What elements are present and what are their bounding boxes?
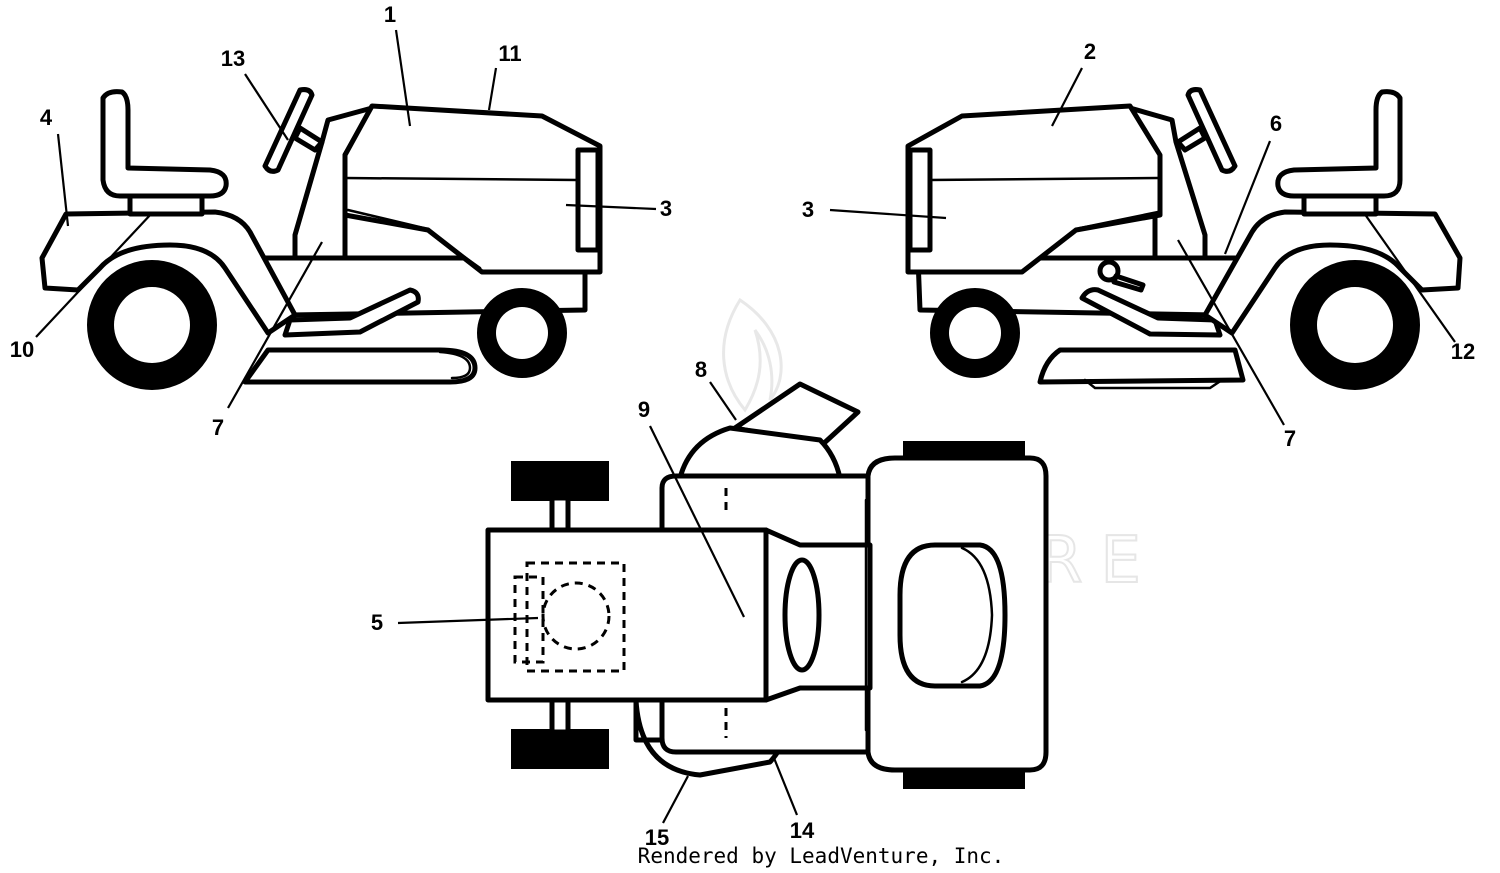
callout-4: 4 bbox=[40, 105, 53, 130]
footer-credit: Rendered by LeadVenture, Inc. bbox=[638, 844, 1005, 868]
callout-10: 10 bbox=[10, 337, 34, 362]
callout-15: 15 bbox=[645, 825, 669, 850]
top-front-wheel-left bbox=[511, 461, 609, 501]
callouts: 1 2 3 3 4 5 6 7 7 8 9 10 11 12 13 14 15 bbox=[10, 2, 1475, 850]
left-side-view bbox=[39, 87, 603, 390]
callout-1: 1 bbox=[384, 2, 396, 27]
right-side-view bbox=[905, 87, 1463, 390]
right-grille bbox=[907, 147, 933, 253]
left-seat bbox=[100, 89, 229, 199]
top-seat bbox=[897, 542, 1008, 689]
left-deck-lever bbox=[282, 287, 421, 338]
callout-3-right: 3 bbox=[802, 197, 814, 222]
right-seat-base bbox=[1301, 193, 1379, 217]
callout-2: 2 bbox=[1084, 39, 1096, 64]
engine-outline bbox=[525, 561, 626, 673]
right-rear-fender bbox=[1202, 209, 1463, 336]
callout-3-left: 3 bbox=[660, 196, 672, 221]
left-rear-fender bbox=[39, 209, 298, 336]
top-hood bbox=[485, 527, 769, 703]
right-mower-deck bbox=[1037, 347, 1246, 385]
top-view bbox=[485, 381, 1049, 789]
left-hood bbox=[342, 103, 603, 275]
callout-7-left: 7 bbox=[212, 415, 224, 440]
left-seat-base bbox=[127, 193, 205, 217]
right-hood bbox=[905, 103, 1163, 275]
left-steering-wheel bbox=[262, 87, 315, 174]
top-front-wheel-right bbox=[511, 729, 609, 769]
callout-12: 12 bbox=[1451, 339, 1475, 364]
callout-14: 14 bbox=[790, 818, 815, 843]
callout-6: 6 bbox=[1270, 111, 1282, 136]
callout-9: 9 bbox=[638, 397, 650, 422]
left-grille bbox=[575, 147, 601, 253]
left-mower-deck bbox=[242, 347, 478, 385]
callout-11: 11 bbox=[498, 41, 521, 66]
callout-7-right: 7 bbox=[1284, 426, 1296, 451]
callout-8: 8 bbox=[695, 357, 707, 382]
callout-5: 5 bbox=[371, 610, 383, 635]
right-seat bbox=[1275, 89, 1403, 199]
leader-lines bbox=[35, 29, 1456, 824]
right-deck-lever bbox=[1079, 287, 1223, 338]
top-steering-wheel bbox=[782, 557, 822, 673]
right-steering-wheel bbox=[1185, 87, 1238, 174]
callout-13: 13 bbox=[221, 46, 245, 71]
